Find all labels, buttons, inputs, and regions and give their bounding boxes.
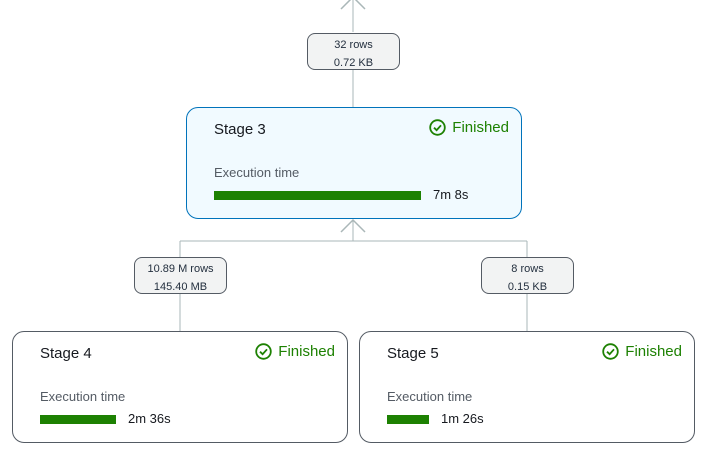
arrow-up-icon [340,0,366,10]
status-badge: Finished [255,343,335,360]
stage-title: Stage 3 [214,121,266,138]
stage-title: Stage 5 [387,345,439,362]
edge-size: 145.40 MB [153,281,208,293]
edge-label-stage5-output: 8 rows 0.15 KB [481,257,574,294]
edge-rows: 10.89 M rows [147,263,214,275]
check-circle-icon [429,119,446,136]
stage-card-4[interactable]: Stage 4 Finished Execution time 2m 36s [12,331,348,443]
status-label: Finished [625,343,682,360]
edge-rows: 32 rows [334,39,373,51]
check-circle-icon [255,343,272,360]
status-label: Finished [452,119,509,136]
status-badge: Finished [602,343,682,360]
execution-time-label: Execution time [40,389,126,404]
edge-rows: 8 rows [511,263,544,275]
execution-time-bar [40,415,116,424]
execution-time-bar [214,191,421,200]
edge-size: 0.15 KB [507,281,548,293]
execution-duration: 7m 8s [433,187,469,202]
check-circle-icon [602,343,619,360]
status-badge: Finished [429,119,509,136]
stage-card-3[interactable]: Stage 3 Finished Execution time 7m 8s [186,107,522,219]
execution-duration: 1m 26s [441,411,484,426]
execution-time-label: Execution time [214,165,300,180]
edge-label-stage3-output: 32 rows 0.72 KB [307,33,400,70]
edge-label-stage4-output: 10.89 M rows 145.40 MB [134,257,227,294]
status-label: Finished [278,343,335,360]
stage-card-5[interactable]: Stage 5 Finished Execution time 1m 26s [359,331,695,443]
execution-time-label: Execution time [387,389,473,404]
execution-time-bar [387,415,429,424]
execution-duration: 2m 36s [128,411,171,426]
stage-title: Stage 4 [40,345,92,362]
edge-size: 0.72 KB [333,57,374,69]
